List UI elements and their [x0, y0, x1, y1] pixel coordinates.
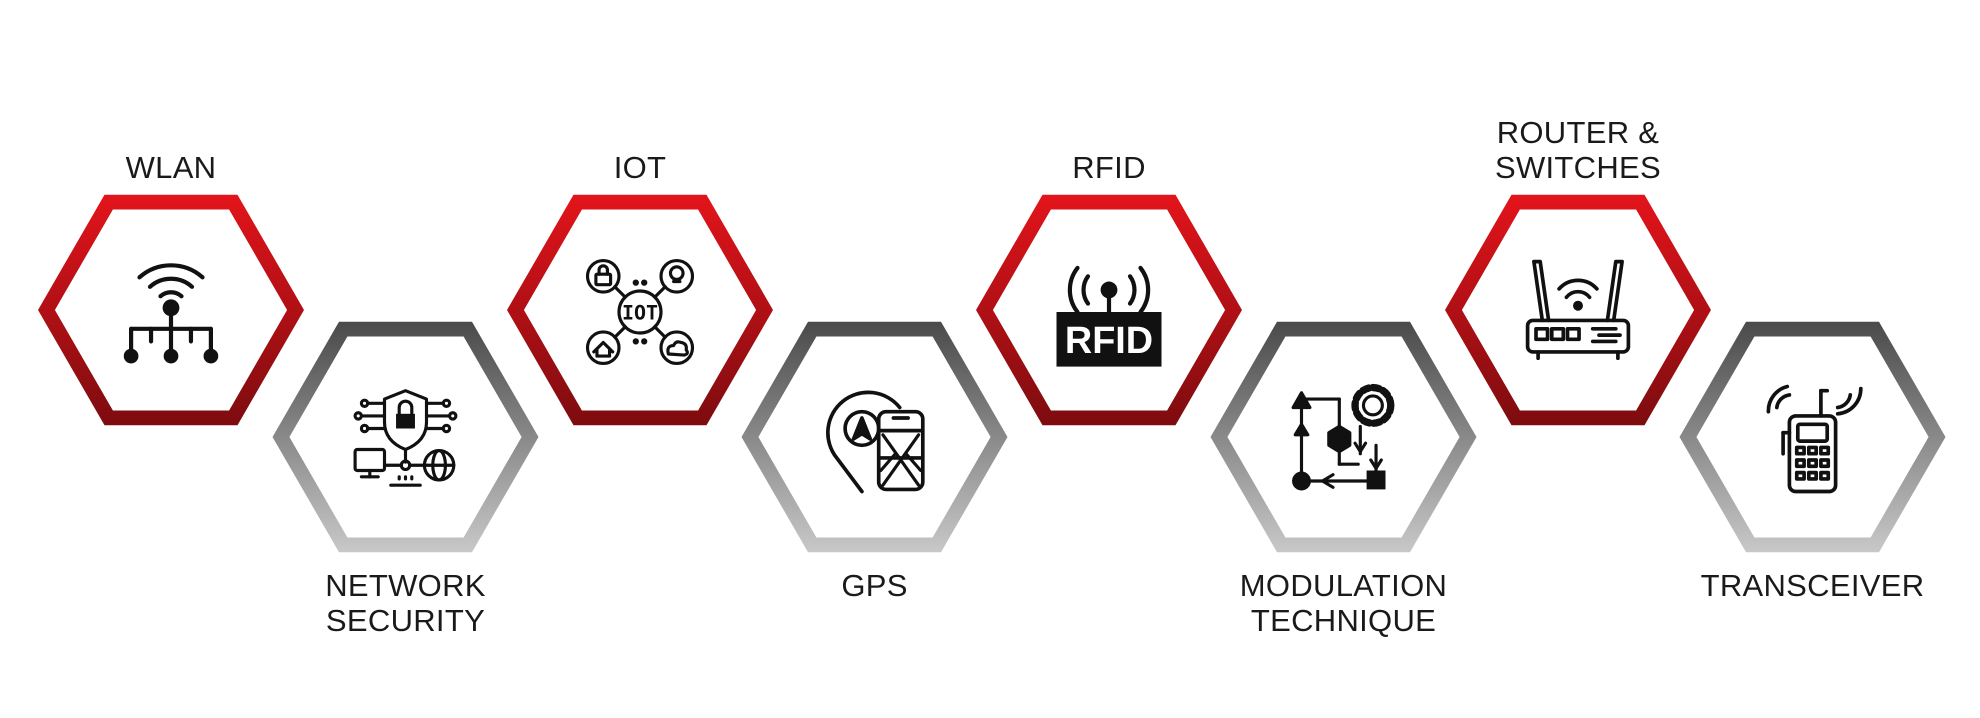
label-line: ROUTER & — [1497, 115, 1660, 150]
hexagon-gps — [741, 321, 1008, 553]
label-line: GPS — [841, 568, 907, 603]
label-line: SECURITY — [326, 603, 485, 638]
hexagon-iot — [507, 194, 773, 426]
label-line: TRANSCEIVER — [1701, 568, 1925, 603]
label-line: NETWORK — [325, 568, 486, 603]
hexagon-transceiver — [1679, 321, 1946, 553]
label-transceiver: TRANSCEIVER — [1701, 568, 1925, 603]
label-rfid: RFID — [1072, 150, 1146, 185]
hexagon-rfid — [976, 194, 1242, 426]
label-line: IOT — [614, 150, 667, 185]
label-line: TECHNIQUE — [1251, 603, 1436, 638]
hexagon-wlan — [38, 194, 304, 426]
label-line: WLAN — [126, 150, 217, 185]
label-router: ROUTER &SWITCHES — [1495, 115, 1661, 185]
label-line: SWITCHES — [1495, 150, 1661, 185]
label-line: MODULATION — [1240, 568, 1447, 603]
label-gps: GPS — [841, 568, 907, 603]
label-line: RFID — [1072, 150, 1146, 185]
hexagon-network-security — [272, 321, 539, 553]
hexagon-router — [1445, 194, 1711, 426]
label-wlan: WLAN — [126, 150, 217, 185]
hexagon-modulation — [1210, 321, 1477, 553]
label-iot: IOT — [614, 150, 667, 185]
rfid-tag-icon — [1057, 268, 1162, 367]
